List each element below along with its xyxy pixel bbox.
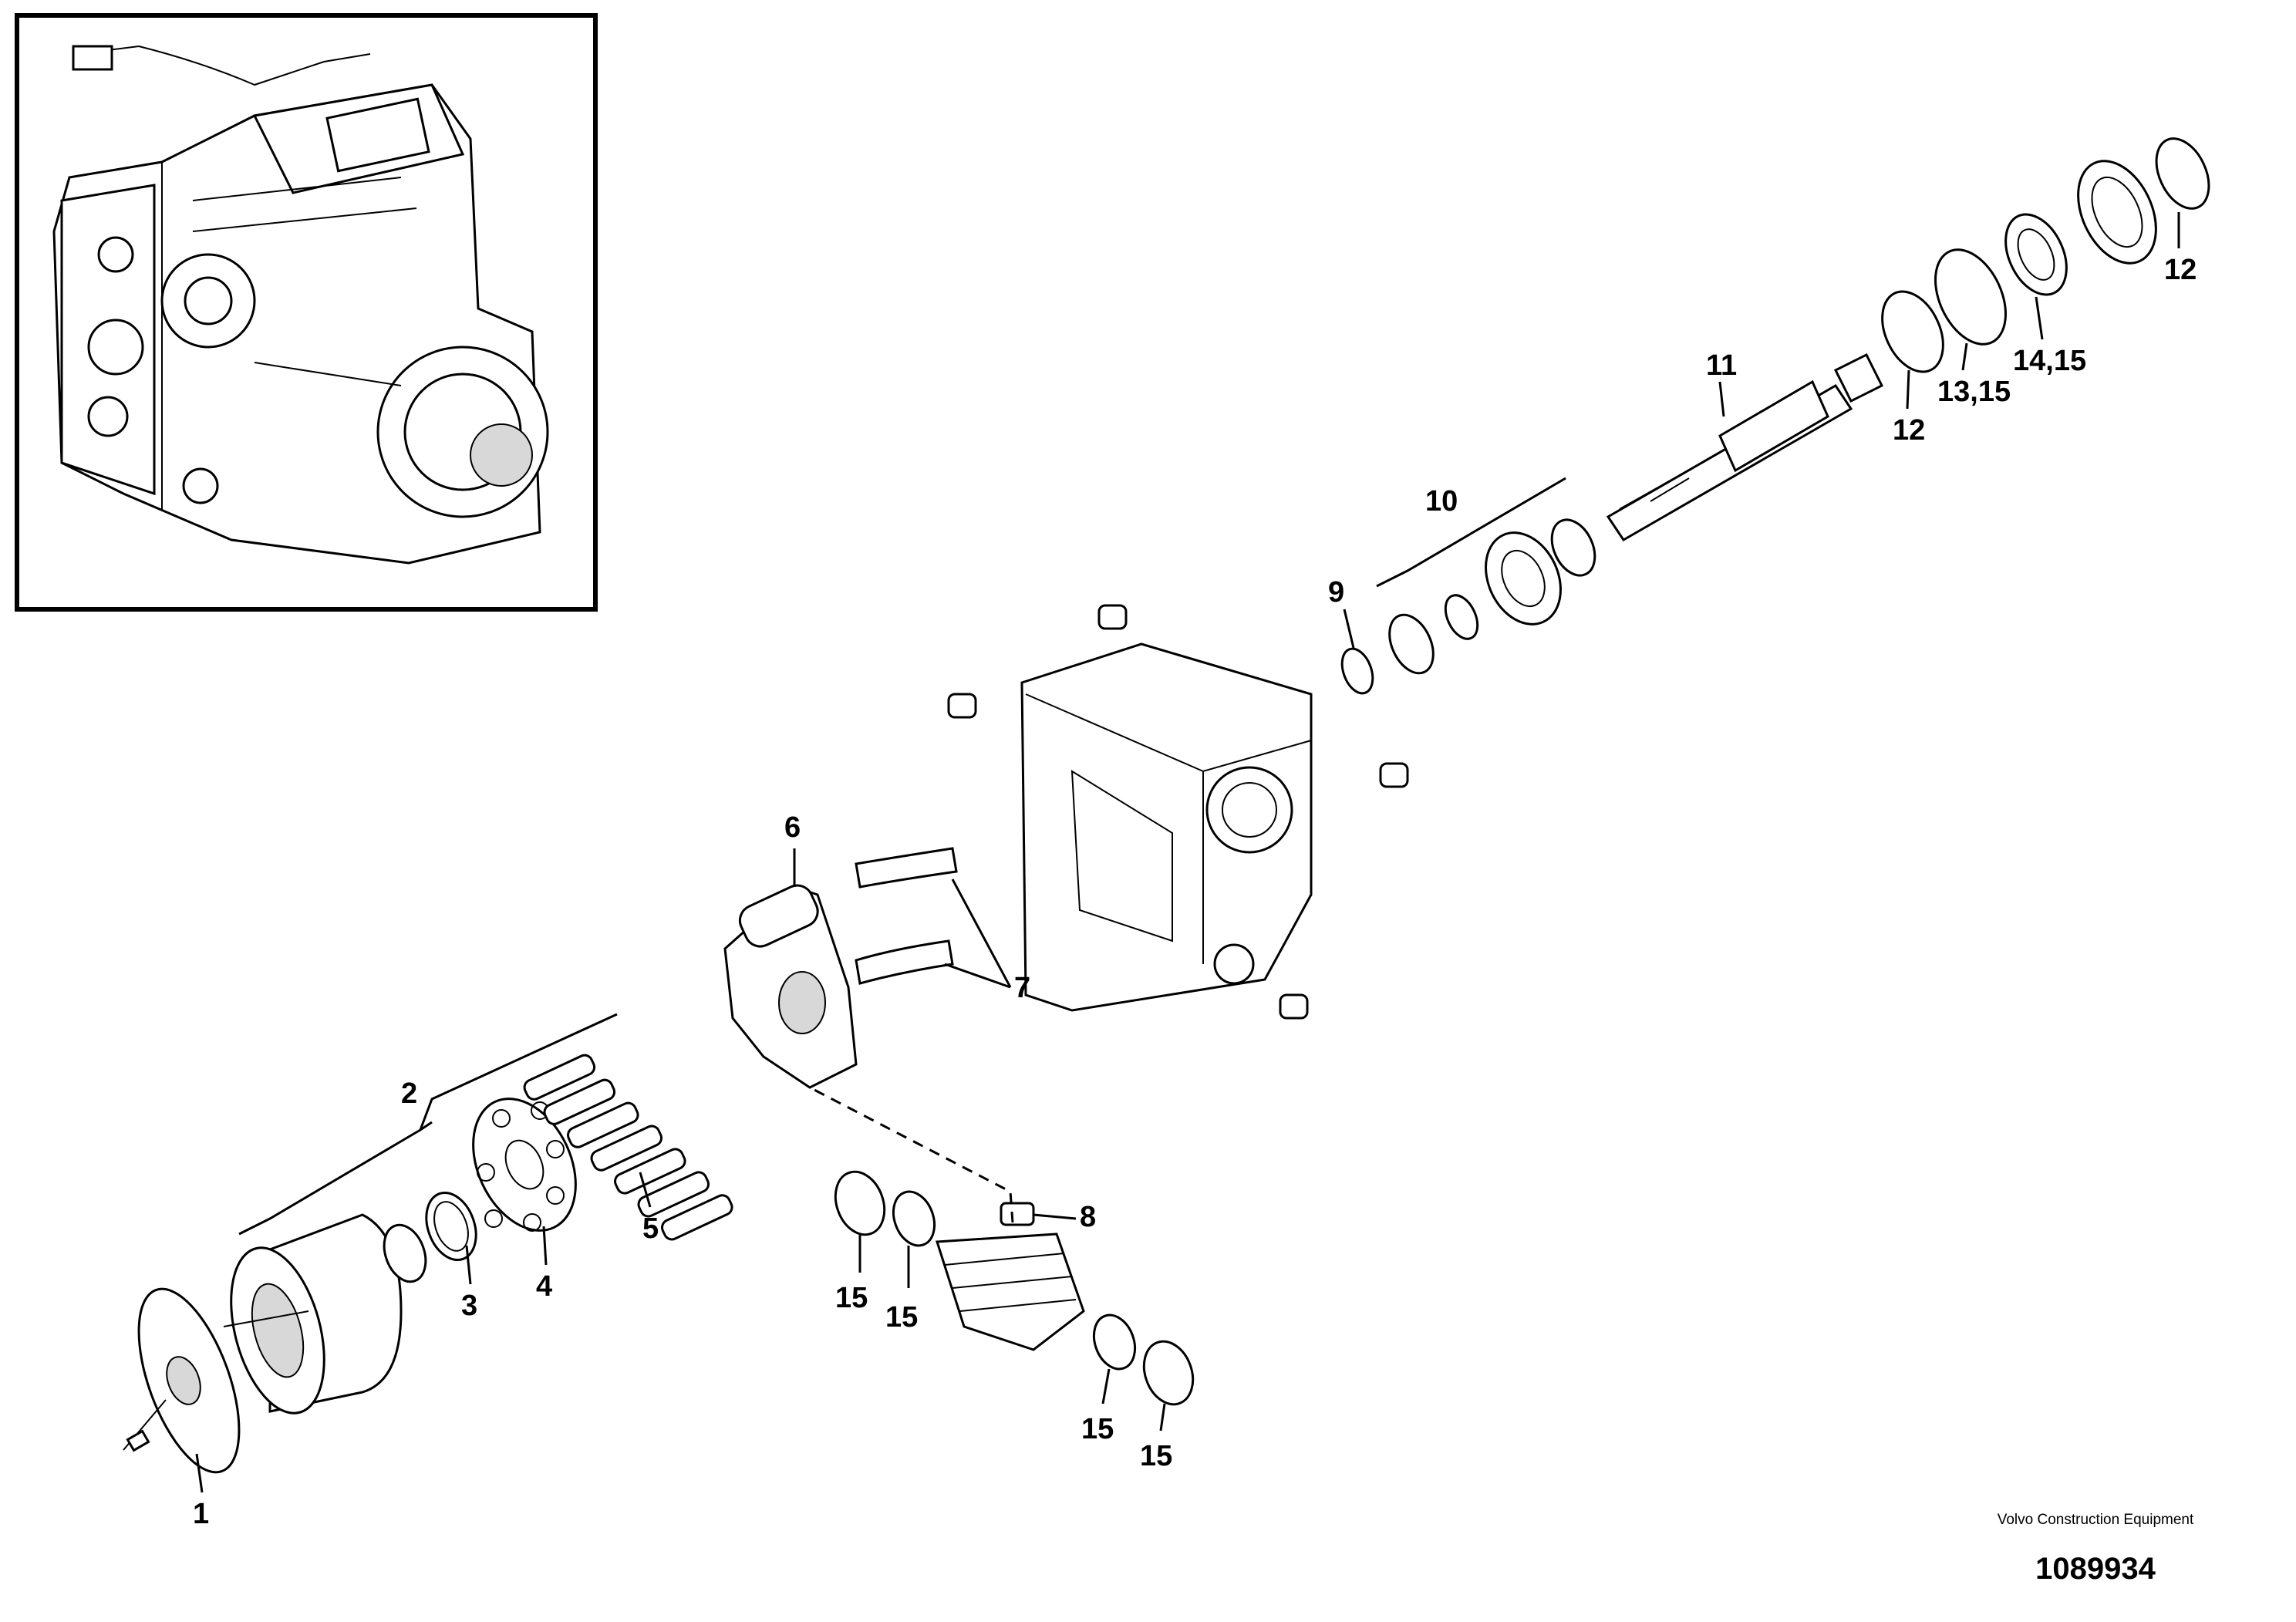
part-7-cradle-bearings [855,847,958,985]
callout-2: 2 [401,1077,417,1110]
control-piston-assembly [834,1170,1195,1406]
callout-8: 8 [1080,1201,1096,1233]
callout-1: 1 [193,1498,209,1530]
part-9-snap-ring [1340,647,1374,695]
callout-7: 7 [1014,972,1030,1004]
part-10-bearing-set [1388,518,1596,675]
part-3-ring [383,1191,477,1283]
part-11-drive-shaft [1606,352,1884,542]
callout-3: 3 [461,1290,477,1322]
callout-6: 6 [784,811,801,844]
callout-10: 10 [1425,485,1458,518]
callout-11: 11 [1706,349,1737,382]
callout-9: 9 [1328,576,1344,609]
callout-5: 5 [642,1212,659,1245]
drawing-number: 1089934 [2035,1552,2156,1586]
callout-12-upper: 12 [2164,254,2197,286]
part-4-retainer-plate [472,1098,577,1232]
callout-12-lower: 12 [1893,414,1925,447]
assembled-pump-inset [15,13,598,612]
shaft-seal-parts [1881,137,2210,373]
leader-lines [195,212,2180,1493]
callout-labels: 1 2 3 4 5 6 7 8 9 10 11 12 12 13,15 14,1… [193,254,2197,1530]
part-5-pistons [523,1054,733,1241]
callout-15-d: 15 [1140,1440,1172,1472]
part-6-swashplate [723,884,858,1089]
callout-14-15: 14,15 [2013,345,2086,377]
part-1-valve-plate [123,1287,241,1474]
callout-15-c: 15 [1081,1413,1114,1445]
callout-4: 4 [536,1270,552,1303]
callout-13-15: 13,15 [1937,376,2011,408]
part-2-cylinder-block [223,1213,403,1415]
callout-15-a: 15 [835,1282,868,1314]
callout-15-b: 15 [885,1301,918,1334]
part-8-plug [1000,1202,1035,1226]
company-credit: Volvo Construction Equipment [1997,1512,2194,1528]
pump-housing [947,604,1409,1020]
